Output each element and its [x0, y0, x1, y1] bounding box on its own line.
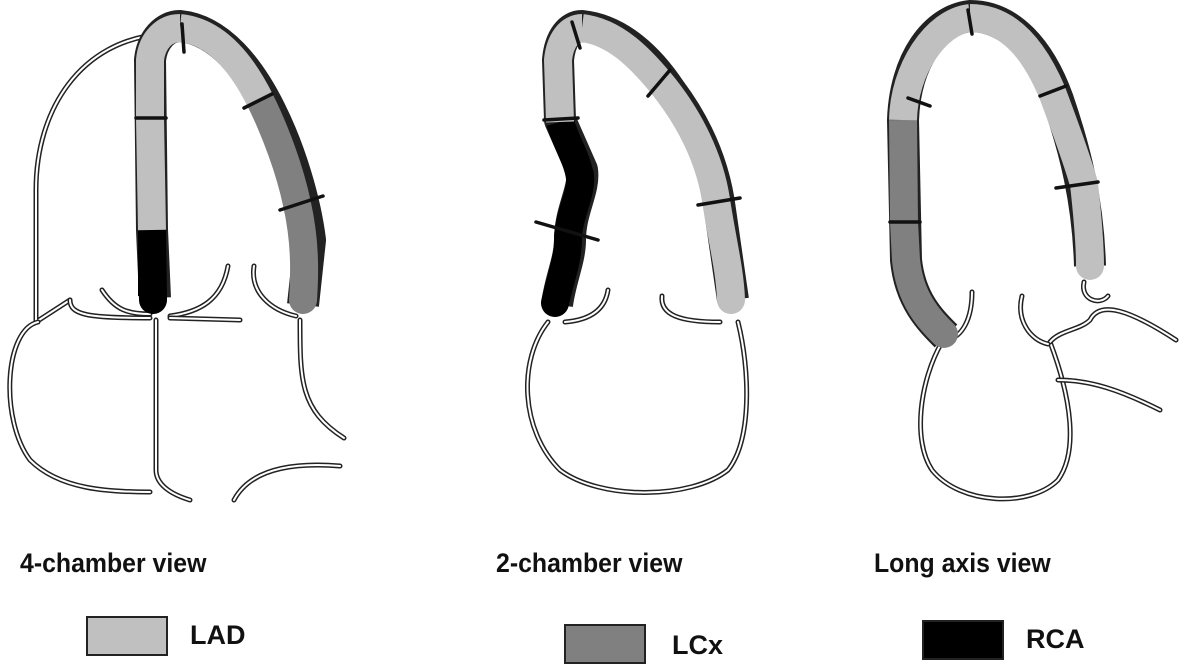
segment-lad-basal-anterior	[716, 200, 731, 300]
segment-lcx-mid-lateral	[260, 100, 297, 204]
left-atrium-outline	[921, 342, 1071, 499]
four-chamber-heart	[10, 24, 344, 500]
long-axis-view-label: Long axis view	[874, 548, 1051, 579]
segment-lad-basal-septal	[1084, 184, 1090, 266]
segment-lad-mid-anterior	[660, 82, 716, 200]
segment-lad-apical-anterior	[582, 28, 660, 82]
aortic-root	[1050, 310, 1176, 342]
septum-lower	[156, 320, 190, 500]
aorta-lower	[1058, 380, 1160, 410]
segment-lad-apical-septal	[970, 18, 1052, 92]
segment-rca-inferior	[560, 122, 580, 178]
legend-swatch-lcx	[564, 624, 646, 664]
segment-lad-mid-septal	[1052, 92, 1084, 184]
segment-lcx-basal-lateral	[297, 204, 304, 300]
segment-lad-apical-lateral	[903, 18, 970, 120]
legend-label-lad: LAD	[190, 620, 246, 651]
four-chamber-view-label: 4-chamber view	[20, 548, 206, 579]
two-chamber-view-label: 2-chamber view	[496, 548, 682, 579]
mitral-leaflet-posterior	[662, 296, 720, 322]
two-chamber-heart	[527, 22, 746, 493]
long-axis-heart	[890, 10, 1176, 499]
segment-lad-apical-lateral	[180, 28, 260, 100]
segment-lcx-mid-inferolateral	[903, 120, 904, 222]
legend-label-lcx: LCx	[672, 630, 723, 661]
right-atrium-outline	[10, 322, 150, 492]
legend-swatch-lad	[86, 616, 168, 656]
segment-lad-mid-septal	[150, 118, 152, 230]
atrium-outline	[527, 322, 746, 493]
legend-label-rca: RCA	[1026, 624, 1085, 655]
legend-swatch-rca	[922, 620, 1004, 660]
